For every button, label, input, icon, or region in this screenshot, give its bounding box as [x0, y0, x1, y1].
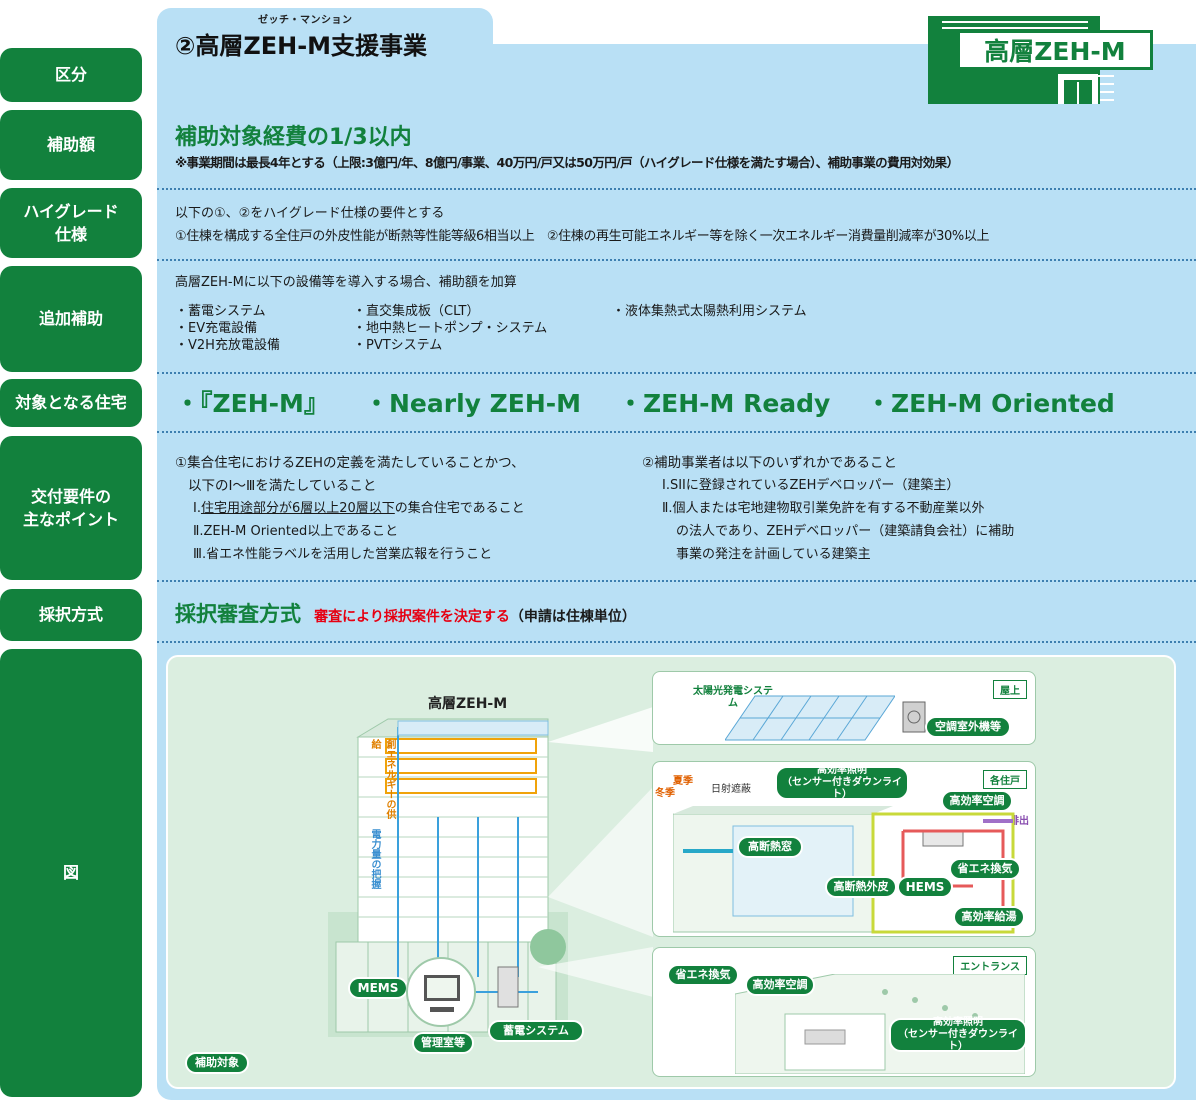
divider	[157, 641, 1196, 643]
divider	[157, 431, 1196, 433]
entrance-box: エントランス 省エネ換気 高効率空調 高効率照明 （センサー付きダウンライト）	[652, 947, 1036, 1077]
divider	[157, 259, 1196, 261]
target-oriented: ・ZEH-M Oriented	[866, 389, 1115, 418]
category-label: ハイグレード 仕様	[23, 201, 119, 244]
logo-text: 高層ZEH-M	[957, 30, 1153, 70]
exhaust-label: 排出	[1009, 816, 1029, 827]
req-left-iii: Ⅲ.省エネ性能ラベルを活用した営業広報を行うこと	[193, 547, 493, 562]
category-subsidy-amount: 補助額	[0, 110, 142, 180]
diagram-area: 高層ZEH-M 創エネルギーの供給 電力量の把握 MEMS 管理室等 蓄電システ…	[166, 655, 1176, 1089]
envelope-label: 高断熱外皮	[825, 876, 897, 898]
entrance-lighting-label: 高効率照明 （センサー付きダウンライト）	[889, 1017, 1027, 1052]
ac-outdoor-unit-icon	[902, 701, 926, 733]
solar-panel-icon	[725, 695, 895, 741]
unit-ac-label: 高効率空調	[941, 790, 1013, 812]
category-label: 採択方式	[38, 605, 103, 625]
req-left-i: Ⅰ.住宅用途部分が6層以上20層以下の集合住宅であること	[193, 497, 525, 516]
category-targets: 対象となる住宅	[0, 379, 142, 427]
unit-ventilation-label: 省エネ換気	[949, 858, 1021, 880]
additional-item: ・EV充電設備	[175, 321, 258, 336]
winter-label: 冬季	[655, 788, 675, 799]
category-label: 交付要件の 主なポイント	[22, 486, 119, 529]
mgmt-label: 管理室等	[412, 1032, 474, 1054]
req-left-l1: ①集合住宅におけるZEHの定義を満たしていることかつ、	[175, 455, 525, 471]
window-label: 高断熱窓	[737, 836, 803, 858]
entrance-tag: エントランス	[953, 956, 1027, 975]
hems-label: HEMS	[897, 876, 953, 898]
building-title: 高層ZEH-M	[428, 696, 508, 712]
subsidy-note: ※事業期間は最長4年とする（上限:3億円/年、8億円/事業、40万円/戸又は50…	[175, 155, 959, 170]
high-grade-line2: ①住棟を構成する全住戸の外皮性能が断熱等性能等級6相当以上 ②住棟の再生可能エネ…	[175, 229, 990, 244]
shade-label: 日射遮蔽	[711, 784, 751, 795]
high-grade-line1: 以下の①、②をハイグレード仕様の要件とする	[175, 206, 445, 221]
selection-paren: （申請は住棟単位）	[509, 609, 636, 625]
entrance-ac-label: 高効率空調	[745, 974, 815, 996]
req-left-i-suffix: の集合住宅であること	[394, 501, 525, 516]
mems-label: MEMS	[348, 977, 408, 999]
category-additional: 追加補助	[0, 266, 142, 372]
additional-item: ・液体集熱式太陽熱利用システム	[612, 304, 807, 319]
target-zehm: ・『ZEH-M』	[175, 389, 329, 418]
create-energy-label: 創エネルギーの供給	[369, 739, 395, 819]
subsidy-headline: 補助対象経費の1/3以内	[175, 125, 412, 150]
page-title: ②高層ZEH-M支援事業	[175, 32, 428, 60]
roof-tag: 屋上	[993, 680, 1027, 699]
req-right-l1: ②補助事業者は以下のいずれかであること	[642, 455, 897, 471]
unit-lighting-label: 高効率照明 （センサー付きダウンライト）	[775, 765, 909, 800]
req-left-l2: 以下のⅠ～Ⅲを満たしていること	[188, 478, 377, 494]
selection-line: 採択審査方式 審査により採択案件を決定する（申請は住棟単位）	[175, 598, 636, 628]
category-label: 区分	[54, 65, 87, 85]
category-label: 対象となる住宅	[15, 393, 127, 413]
category-label: 図	[62, 863, 79, 883]
additional-col3: ・液体集熱式太陽熱利用システム	[612, 303, 807, 320]
category-label: 追加補助	[38, 309, 103, 329]
pv-label: 太陽光発電システム	[693, 686, 773, 709]
target-ready: ・ZEH-M Ready	[618, 389, 831, 418]
selection-red: 審査により採択案件を決定する	[314, 609, 510, 625]
entrance-ventilation-label: 省エネ換気	[667, 964, 739, 986]
title-ruby: ゼッチ・マンション	[258, 15, 353, 26]
divider	[157, 188, 1196, 190]
divider	[157, 580, 1196, 582]
callout-lines-icon	[538, 707, 653, 997]
ac-outdoor-label: 空調室外機等	[925, 716, 1011, 738]
power-monitor-label: 電力量の把握	[369, 829, 380, 889]
unit-tag: 各住戸	[983, 770, 1027, 789]
selection-headline: 採択審査方式	[175, 602, 301, 626]
category-kubun: 区分	[0, 48, 142, 102]
unit-box: 各住戸 夏季 冬季 日射遮蔽 高効率照明 （センサー付きダウンライト） 高効率空…	[652, 761, 1036, 937]
hot-water-label: 高効率給湯	[953, 906, 1025, 928]
req-right-ii2: の法人であり、ZEHデベロッパー（建築請負会社）に補助	[676, 524, 1015, 539]
roof-box: 屋上 太陽光発電システム 空調室外機等	[652, 671, 1036, 745]
category-requirements: 交付要件の 主なポイント	[0, 436, 142, 580]
category-figure: 図	[0, 649, 142, 1097]
category-high-grade: ハイグレード 仕様	[0, 188, 142, 258]
additional-item: ・蓄電システム	[175, 304, 266, 319]
battery-label: 蓄電システム	[488, 1020, 584, 1042]
mgmt-monitor-icon	[406, 957, 476, 1027]
req-left-ii: Ⅱ.ZEH-M Oriented以上であること	[193, 524, 399, 539]
category-selection: 採択方式	[0, 589, 142, 641]
req-right-i: Ⅰ.SIIに登録されているZEHデベロッパー（建築主）	[662, 478, 960, 493]
additional-col2: ・直交集成板（CLT） ・地中熱ヒートポンプ・システム ・PVTシステム	[353, 303, 547, 354]
req-left-i-prefix: Ⅰ.	[193, 501, 201, 516]
summer-label: 夏季	[673, 776, 693, 787]
additional-item: ・地中熱ヒートポンプ・システム	[353, 321, 548, 336]
req-left-i-underline: 住宅用途部分が6層以上20層以下	[200, 501, 395, 516]
divider	[157, 372, 1196, 374]
additional-item: ・直交集成板（CLT）	[353, 304, 480, 319]
additional-intro: 高層ZEH-Mに以下の設備等を導入する場合、補助額を加算	[175, 275, 517, 290]
category-label: 補助額	[46, 135, 95, 155]
subsidy-target-label: 補助対象	[185, 1052, 249, 1074]
additional-item: ・V2H充放電設備	[175, 338, 280, 353]
target-nearly: ・Nearly ZEH-M	[364, 389, 582, 418]
req-right-ii: Ⅱ.個人または宅地建物取引業免許を有する不動産業以外	[662, 501, 985, 516]
additional-item: ・PVTシステム	[353, 338, 443, 353]
additional-col1: ・蓄電システム ・EV充電設備 ・V2H充放電設備	[175, 303, 280, 354]
req-right-ii3: 事業の発注を計画している建築主	[676, 547, 871, 562]
